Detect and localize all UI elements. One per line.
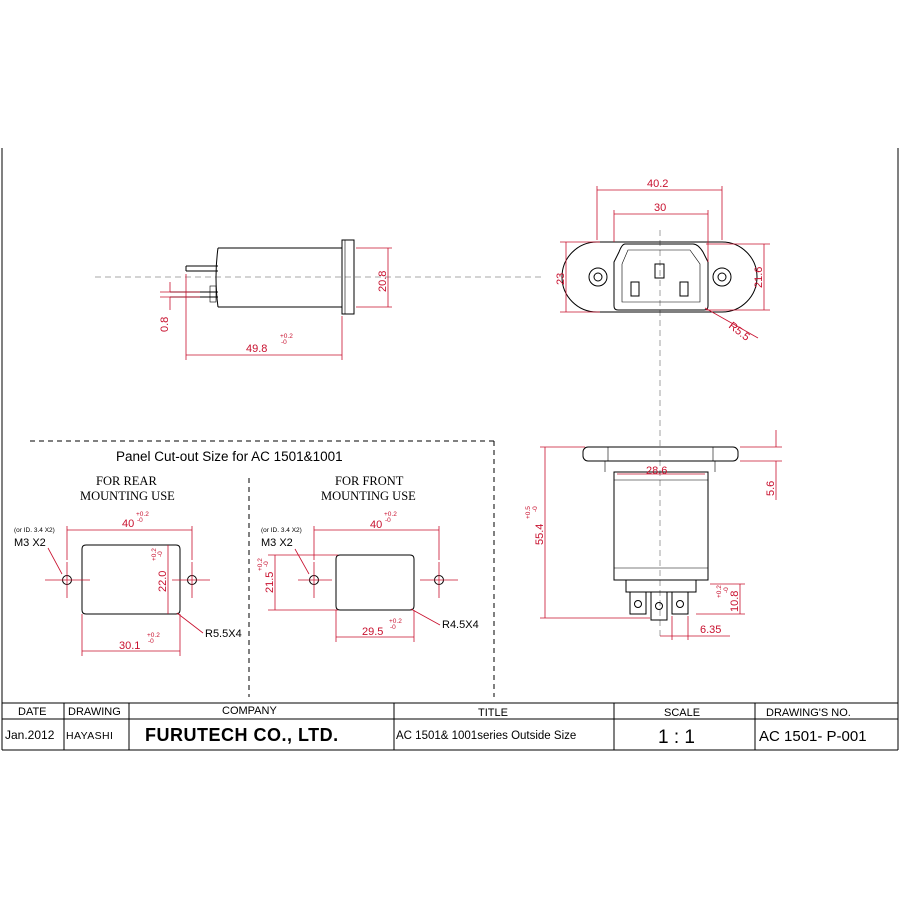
hdr-date: DATE: [18, 706, 47, 718]
rear-dim-40: 40: [122, 518, 134, 530]
front-tol-40-down: -0: [385, 517, 391, 524]
dim-21-6: 21.6: [753, 267, 765, 288]
front-cutout-rect: [335, 554, 415, 611]
rear-line1: FOR REAR: [96, 474, 157, 488]
bottom-view: 28.6 55.4 +0.5 -0 5.6 10.8 +0.2 -0 6.35: [525, 430, 782, 640]
front-tol-21-5-up: +0.2: [257, 558, 264, 571]
rear-radius: R5.5X4: [205, 628, 242, 640]
front-dim-21-5: 21.5: [264, 572, 276, 593]
dim-5-6: 5.6: [765, 481, 777, 496]
cutout-title: Panel Cut-out Size for AC 1501&1001: [116, 449, 343, 464]
mount-hole-left: [588, 267, 608, 287]
side-flange: [341, 239, 355, 315]
pin-earth: [654, 263, 665, 279]
mount-hole-left-inner: [593, 272, 603, 282]
panel-cutout: Panel Cut-out Size for AC 1501&1001 FOR …: [14, 440, 495, 697]
front-tol-21-5-down: -0: [263, 561, 270, 567]
side-pin-base: [209, 285, 217, 303]
rear-cutout-rect: [81, 544, 181, 615]
tol-10-8-down: -0: [723, 587, 730, 593]
tol-49-8-up: +0.2: [280, 333, 293, 340]
val-scale: 1 : 1: [658, 727, 695, 748]
rear-tol-22-up: +0.2: [151, 548, 158, 561]
dim-20-8: 20.8: [377, 271, 389, 292]
iec-inlet-inner: [621, 249, 701, 303]
rear-screw: M3 X2: [14, 537, 46, 549]
dim-r5-5: R5.5: [726, 320, 752, 344]
val-title: AC 1501& 1001series Outside Size: [396, 730, 576, 742]
rear-tol-40-up: +0.2: [136, 511, 149, 518]
dim-6-35: 6.35: [700, 624, 721, 636]
dim-10-8: 10.8: [729, 591, 741, 612]
dim-49-8: 49.8: [246, 343, 267, 355]
front-radius: R4.5X4: [442, 619, 479, 631]
hdr-title: TITLE: [478, 707, 508, 719]
pin-line: [630, 281, 640, 297]
title-block: DATE DRAWING COMPANY TITLE SCALE DRAWING…: [2, 702, 898, 751]
leader-r5-5: [704, 307, 759, 339]
bottom-body: [613, 471, 709, 581]
rear-line2: MOUNTING USE: [80, 489, 175, 503]
bottom-flange: [582, 446, 739, 462]
dim-0-8: 0.8: [159, 317, 171, 332]
terminal-middle: [650, 591, 668, 621]
rear-tol-30-1-up: +0.2: [147, 632, 160, 639]
tol-55-4-down: -0: [532, 506, 539, 512]
side-body-left-cap: [215, 247, 219, 308]
tol-55-4-up: +0.5: [525, 506, 532, 519]
dim-40-2: 40.2: [647, 178, 668, 190]
terminal-right: [671, 591, 689, 615]
hdr-scale: SCALE: [664, 707, 700, 719]
front-screw: M3 X2: [261, 537, 293, 549]
rear-tol-22-down: -0: [157, 551, 164, 557]
hdr-drawing: DRAWING: [68, 706, 121, 718]
hdr-drawing-no: DRAWING'S NO.: [766, 707, 851, 719]
hdr-company: COMPANY: [222, 705, 277, 717]
tol-10-8-up: +0.2: [716, 585, 723, 598]
val-company: FURUTECH CO., LTD.: [145, 725, 339, 745]
rear-dim-22: 22.0: [157, 571, 169, 592]
tol-49-8-down: -0: [281, 339, 287, 346]
terminal-left: [629, 591, 647, 615]
val-drawing-no: AC 1501- P-001: [759, 728, 867, 745]
rear-tol-30-1-down: -0: [148, 638, 154, 645]
side-view: 20.8 0.8 49.8 +0.2 -0: [159, 239, 392, 360]
dim-23: 23: [555, 273, 567, 285]
front-tol-29-5-up: +0.2: [389, 618, 402, 625]
rear-dim-30-1: 30.1: [119, 640, 140, 652]
mount-hole-right: [712, 267, 732, 287]
front-note: (or ID. 3.4 X2): [261, 527, 302, 534]
mount-hole-right-inner: [717, 272, 727, 282]
iec-inlet-outline: [613, 243, 709, 311]
front-tol-29-5-down: -0: [390, 624, 396, 631]
terminal-base: [625, 579, 697, 593]
front-dim-40: 40: [370, 519, 382, 531]
dim-55-4: 55.4: [534, 524, 546, 545]
dim-30: 30: [654, 202, 666, 214]
dim-28-6: 28.6: [646, 465, 667, 477]
val-date: Jan.2012: [5, 728, 55, 742]
front-dim-29-5: 29.5: [362, 626, 383, 638]
front-line2: MOUNTING USE: [321, 489, 416, 503]
pin-neutral: [679, 281, 689, 297]
front-line1: FOR FRONT: [335, 474, 404, 488]
val-drawing: HAYASHI: [66, 730, 113, 742]
front-tol-40-up: +0.2: [384, 511, 397, 518]
rear-note: (or ID. 3.4 X2): [14, 527, 55, 534]
front-flange: [561, 241, 758, 313]
front-view: 40.2 30 23 21.6 R5.5: [555, 178, 770, 344]
rear-tol-40-down: -0: [137, 517, 143, 524]
